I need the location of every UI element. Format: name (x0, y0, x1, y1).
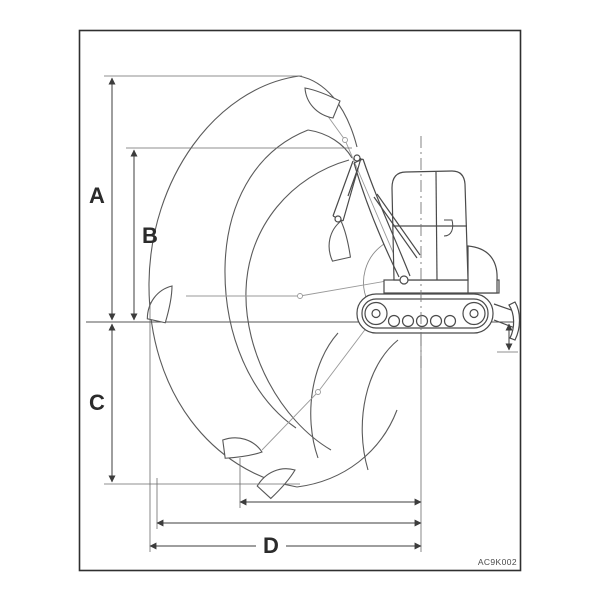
excavator-engine-hood (467, 245, 498, 294)
swing-pivot (399, 275, 409, 285)
dimension-c-label: C (89, 390, 105, 415)
dimensions (104, 75, 518, 552)
excavator-drawing (332, 154, 521, 341)
excavator-tracks (356, 293, 494, 334)
dimension-d-label: D (263, 533, 279, 558)
excavator-boom (353, 158, 421, 278)
drawing-code: AC9K002 (478, 557, 517, 567)
dimension-b-label: B (142, 223, 158, 248)
excavator-arm (332, 154, 362, 223)
dimension-a-label: A (89, 183, 105, 208)
excavator-cab (391, 170, 469, 281)
